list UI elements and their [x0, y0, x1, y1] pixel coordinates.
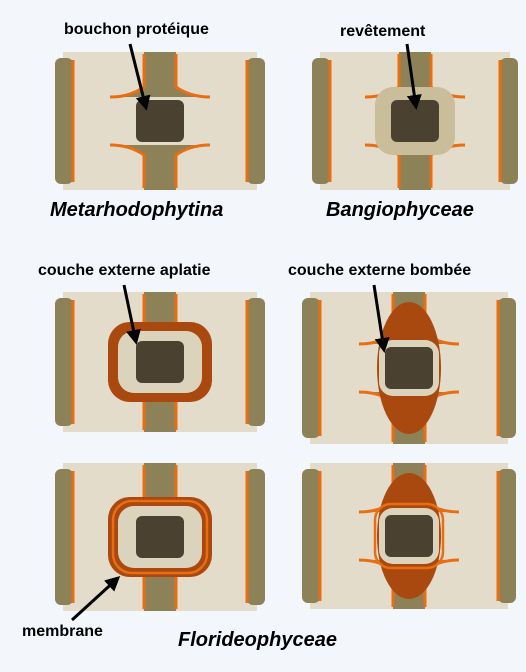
label-membrane: membrane	[22, 622, 103, 642]
label-domed-outer-layer: couche externe bombée	[288, 261, 471, 281]
protein-plug	[136, 516, 184, 558]
cell-wall-left	[302, 298, 320, 438]
taxon-metarhodophytina: Metarhodophytina	[50, 198, 223, 222]
label-flat-outer-layer: couche externe aplatie	[38, 261, 211, 281]
cell-wall-right	[247, 58, 265, 184]
panel-bangiophyceae	[312, 52, 518, 190]
taxon-bangiophyceae: Bangiophyceae	[326, 198, 474, 222]
panel-flat-b	[55, 463, 265, 611]
protein-plug	[385, 515, 433, 557]
cell-wall-right	[498, 298, 516, 438]
taxon-florideophyceae: Florideophyceae	[178, 628, 337, 652]
panel-domed-b	[302, 463, 516, 609]
panel-domed-a	[302, 292, 516, 444]
protein-plug	[385, 347, 433, 389]
cell-wall-right	[500, 58, 518, 184]
cell-wall-left	[312, 58, 330, 184]
panel-metarhodophytina	[55, 52, 265, 190]
protein-plug	[136, 100, 184, 142]
cell-wall-right	[498, 469, 516, 603]
cell-wall-left	[55, 58, 73, 184]
label-protein-plug: bouchon protéique	[64, 20, 209, 40]
panel-flat-a	[55, 292, 265, 432]
cell-wall-left	[302, 469, 320, 603]
label-coating: revêtement	[340, 22, 425, 42]
cell-wall-right	[247, 298, 265, 426]
protein-plug	[136, 341, 184, 383]
cell-wall-left	[55, 298, 73, 426]
cell-wall-right	[247, 469, 265, 605]
cell-wall-left	[55, 469, 73, 605]
